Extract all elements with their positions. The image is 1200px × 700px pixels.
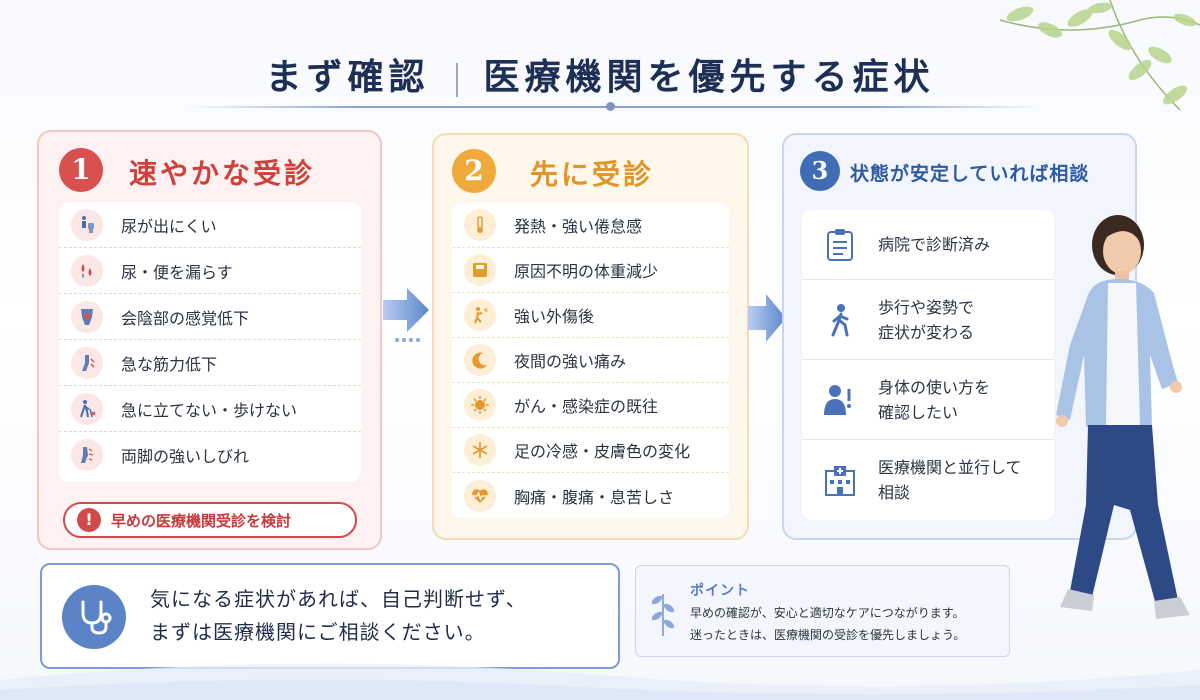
- list-item: 歩行や姿勢で症状が変わる: [802, 280, 1054, 360]
- title-underline: [190, 106, 1040, 108]
- toilet-icon: [71, 208, 103, 241]
- symptom-label: 発熱・強い倦怠感: [514, 217, 643, 236]
- list-item: 尿が出にくい: [59, 202, 361, 248]
- card1-title: 速やかな受診: [129, 157, 316, 190]
- sprout-icon: [651, 594, 675, 636]
- bottom-wave-decoration: [0, 663, 1200, 700]
- symptom-label: 足の冷感・皮膚色の変化: [514, 442, 691, 461]
- card2-symptom-list: 発熱・強い倦怠感 原因不明の体重減少 強い外傷後 夜間の強い痛み がん・感染症の…: [452, 203, 729, 518]
- leg-numbness-icon: [71, 439, 103, 471]
- condition-line2: 症状が変わる: [878, 322, 975, 342]
- heartbeat-icon: [464, 479, 496, 512]
- list-item: がん・感染症の既往: [452, 383, 729, 428]
- exclamation-icon: !: [77, 508, 101, 532]
- stethoscope-icon: [62, 585, 126, 649]
- condition-line1: 病院で診断済み: [878, 235, 991, 254]
- list-item: 発熱・強い倦怠感: [452, 203, 729, 248]
- person-question-icon: [820, 380, 860, 420]
- card1-symptom-list: 尿が出にくい 尿・便を漏らす 会陰部の感覚低下 急な筋力低下 急に立てない・歩け…: [59, 202, 361, 482]
- symptom-label: 両脚の強いしびれ: [121, 447, 250, 466]
- symptom-label: 強い外傷後: [514, 307, 595, 326]
- walking-woman-illustration: [1056, 215, 1190, 619]
- page-header: まず確認 医療機関を優先する症状: [0, 40, 1200, 120]
- leg-weakness-icon: [71, 346, 103, 379]
- condition-line1: 医療機関と並行して: [878, 458, 1022, 477]
- walking-person-icon: [820, 300, 860, 340]
- symptom-label: 急に立てない・歩けない: [121, 400, 298, 420]
- virus-icon: [464, 389, 496, 421]
- card-visit-first: 2 先に受診 発熱・強い倦怠感 原因不明の体重減少 強い外傷後 夜間の強い痛み: [432, 133, 749, 540]
- walking-cane-icon: [71, 392, 103, 425]
- thermometer-icon: [464, 209, 496, 241]
- condition-line2: 確認したい: [878, 402, 959, 422]
- symptom-label: 夜間の強い痛み: [514, 352, 627, 371]
- pelvis-icon: [71, 300, 103, 333]
- message-line2: まずは医療機関にご相談ください。: [150, 620, 486, 644]
- symptom-label: 尿・便を漏らす: [121, 262, 233, 282]
- point-line1: 早めの確認が、安心と適切なケアにつながります。: [690, 606, 965, 620]
- list-item: 強い外傷後: [452, 293, 729, 338]
- symptom-label: 急な筋力低下: [121, 354, 218, 374]
- card-consult-if-stable: 3 状態が安定していれば相談 病院で診断済み 歩行や姿勢で症状が変わる 身体の使…: [782, 133, 1137, 540]
- list-item: 夜間の強い痛み: [452, 338, 729, 383]
- consult-message: 気になる症状があれば、自己判断せず、 まずは医療機関にご相談ください。: [150, 583, 527, 649]
- injury-icon: [464, 299, 496, 331]
- point-line2: 迷ったときは、医療機関の受診を優先しましょう。: [690, 628, 966, 642]
- warning-banner: ! 早めの医療機関受診を検討: [63, 502, 357, 538]
- symptom-label: 胸痛・腹痛・息苦しさ: [514, 487, 675, 507]
- hospital-icon: [820, 460, 860, 500]
- arrow-right-icon: [748, 294, 786, 342]
- title-underline-dot: [606, 102, 615, 111]
- warning-text: 早めの医療機関受診を検討: [111, 511, 292, 530]
- list-item: 病院で診断済み: [802, 210, 1054, 280]
- clipboard-icon: [820, 225, 860, 265]
- card-urgent-visit: 1 速やかな受診 尿が出にくい 尿・便を漏らす 会陰部の感覚低下 急な筋力低下: [37, 130, 382, 550]
- snowflake-icon: [464, 434, 496, 466]
- condition-label: 病院で診断済み: [878, 232, 990, 257]
- condition-label: 歩行や姿勢で症状が変わる: [878, 295, 974, 345]
- list-item: 足の冷感・皮膚色の変化: [452, 428, 729, 473]
- symptom-label: 原因不明の体重減少: [514, 262, 659, 281]
- scale-icon: [464, 254, 496, 286]
- symptom-label: 尿が出にくい: [121, 216, 217, 236]
- drops-icon: [71, 254, 103, 287]
- list-item: 原因不明の体重減少: [452, 248, 729, 293]
- card3-condition-list: 病院で診断済み 歩行や姿勢で症状が変わる 身体の使い方を確認したい 医療機関と並…: [802, 210, 1054, 520]
- point-box: ポイント 早めの確認が、安心と適切なケアにつながります。 迷ったときは、医療機関…: [635, 565, 1010, 657]
- point-title: ポイント: [690, 583, 750, 599]
- list-item: 身体の使い方を確認したい: [802, 360, 1054, 440]
- condition-line1: 身体の使い方を: [878, 377, 991, 397]
- leaves-decoration: [999, 0, 1200, 111]
- card3-number-badge: 3: [800, 151, 840, 191]
- symptom-label: 会陰部の感覚低下: [121, 308, 250, 328]
- list-item: 両脚の強いしびれ: [59, 432, 361, 478]
- list-item: 胸痛・腹痛・息苦しさ: [452, 473, 729, 518]
- condition-label: 医療機関と並行して相談: [878, 455, 1022, 505]
- list-item: 急に立てない・歩けない: [59, 386, 361, 432]
- page-title: まず確認 医療機関を優先する症状: [0, 48, 1200, 100]
- condition-line1: 歩行や姿勢で: [878, 297, 975, 317]
- consult-message-box: 気になる症状があれば、自己判断せず、 まずは医療機関にご相談ください。: [40, 563, 620, 669]
- list-item: 急な筋力低下: [59, 340, 361, 386]
- title-right: 医療機関を優先する症状: [483, 56, 935, 98]
- card1-number-badge: 1: [59, 148, 103, 192]
- card3-title: 状態が安定していれば相談: [850, 163, 1090, 185]
- list-item: 会陰部の感覚低下: [59, 294, 361, 340]
- list-item: 尿・便を漏らす: [59, 248, 361, 294]
- list-item: 医療機関と並行して相談: [802, 440, 1054, 520]
- arrow-right-icon: [383, 288, 429, 342]
- title-separator: [455, 63, 458, 97]
- moon-icon: [464, 344, 496, 376]
- card2-number-badge: 2: [452, 149, 496, 193]
- condition-line2: 相談: [878, 483, 911, 502]
- condition-label: 身体の使い方を確認したい: [878, 375, 990, 425]
- symptom-label: がん・感染症の既往: [514, 397, 659, 416]
- message-line1: 気になる症状があれば、自己判断せず、: [150, 587, 527, 611]
- card2-title: 先に受診: [530, 158, 655, 191]
- title-left: まず確認: [265, 56, 430, 98]
